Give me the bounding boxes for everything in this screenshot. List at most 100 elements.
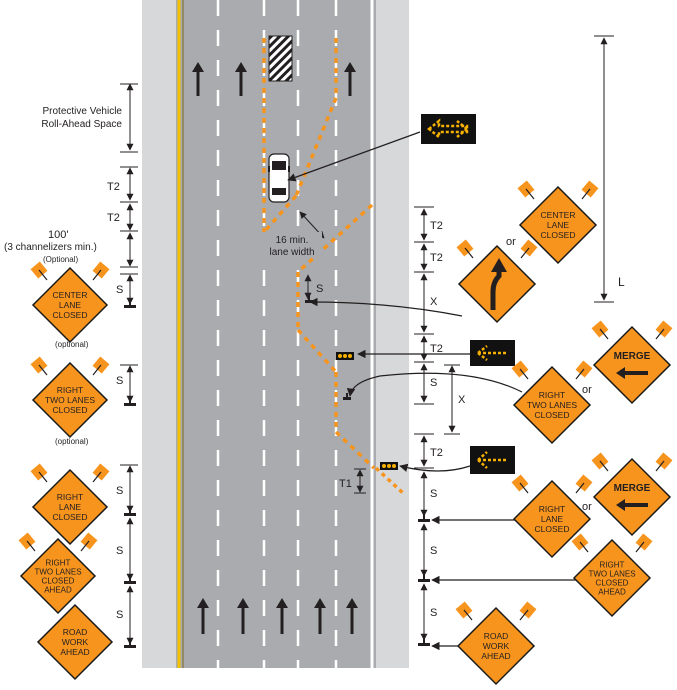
sign-text: TWO LANES — [527, 400, 577, 410]
sign-text: TWO LANES — [588, 570, 635, 579]
diamond-sign-face — [31, 266, 109, 344]
taper-label: 100' — [48, 229, 68, 241]
x-label: X — [430, 296, 438, 308]
work-area: 16 min. lane width S T1 — [262, 35, 406, 496]
diamond-sign-face — [456, 606, 536, 686]
lane-shift-sign — [456, 239, 538, 324]
channelizer-line — [294, 97, 338, 197]
sign-text: CENTER — [541, 210, 576, 220]
optional-label: (optional) — [55, 437, 89, 446]
s-label: S — [116, 545, 123, 557]
diamond-sign-face — [19, 537, 97, 615]
diamond-sign-face — [31, 361, 109, 439]
sign-text: RIGHT — [539, 390, 565, 400]
up-arrow-icon — [314, 598, 326, 634]
sign-text: LANE — [541, 514, 564, 524]
sign-text: AHEAD — [44, 586, 72, 595]
curved-arrow-icon — [490, 270, 502, 310]
sign-text: LANE — [59, 502, 82, 512]
t1-label: T1 — [339, 478, 352, 490]
sign-text: ROAD — [63, 627, 88, 637]
pavement — [176, 0, 376, 668]
channelizer-line — [334, 430, 376, 470]
left-labels: Protective Vehicle Roll-Ahead Space T2 T… — [4, 106, 123, 621]
left-arrow-icon — [616, 367, 648, 379]
up-arrow-icon — [346, 598, 358, 634]
t2-label: T2 — [430, 343, 443, 355]
protective-vehicle — [268, 153, 290, 203]
s-label: S — [116, 284, 123, 296]
sign-text: CLOSED — [53, 405, 88, 415]
optional-label: (optional) — [55, 340, 89, 349]
left-shoulder — [142, 0, 176, 668]
up-arrow-icon — [192, 62, 204, 96]
sign-text: RIGHT — [539, 504, 565, 514]
diamond-sign-face — [512, 365, 592, 445]
t2-label: T2 — [430, 220, 443, 232]
lane-width-label-bg — [262, 232, 322, 256]
sign-text: CLOSED — [42, 577, 75, 586]
arrow-board-mid — [470, 340, 515, 366]
t2-label: T2 — [107, 212, 120, 224]
taper-label-optional: (Optional) — [43, 255, 78, 264]
sign-text: CLOSED — [53, 310, 88, 320]
t2-label: T2 — [107, 181, 120, 193]
sign-text: WORK — [483, 641, 510, 651]
work-space-hatch — [268, 35, 293, 82]
or-label: or — [582, 384, 592, 396]
s-label: S — [116, 375, 123, 387]
sign-text: LANE — [59, 300, 82, 310]
roadway — [142, 0, 409, 668]
arrow-board-top — [421, 114, 476, 144]
s-label: S — [430, 545, 437, 557]
s-label: S — [430, 607, 437, 619]
up-arrow-icon — [344, 62, 356, 96]
s-label: S — [430, 488, 437, 500]
right-labels: T2 T2 X T2 S X T2 S S S L or or or — [430, 220, 625, 619]
diamond-sign-face — [31, 468, 109, 546]
sign-text: CENTER — [53, 290, 88, 300]
right-sign-posts — [418, 514, 430, 646]
leader-arrows — [287, 131, 588, 651]
s-label: S — [116, 609, 123, 621]
diamond-sign-face — [572, 538, 652, 618]
s-label: S — [430, 377, 437, 389]
sign-text: CLOSED — [53, 512, 88, 522]
sign-text: TWO LANES — [34, 568, 81, 577]
up-arrow-icon — [276, 598, 288, 634]
sign-text: ROAD — [484, 631, 509, 641]
diamond-sign-face — [592, 325, 672, 405]
diamond-sign-face — [518, 185, 598, 265]
arrow-board-low — [470, 446, 515, 474]
sign-right-merge-2: MERGE — [591, 452, 673, 537]
left-sign-posts — [124, 300, 136, 648]
up-arrow-icon — [197, 598, 209, 634]
sign-text: RIGHT — [46, 559, 71, 568]
or-label: or — [582, 501, 592, 513]
left-arrow-icon — [616, 499, 648, 511]
or-label: or — [506, 236, 516, 248]
sign-text: MERGE — [614, 351, 651, 362]
channelizer-line — [296, 203, 374, 274]
x-label: X — [458, 394, 466, 406]
sign-text: TWO LANES — [45, 395, 95, 405]
diamond-sign-face — [592, 457, 672, 537]
lane-width-label: lane width — [269, 247, 314, 258]
rollahead-label: Roll-Ahead Space — [41, 119, 122, 130]
diamond-sign-face — [512, 479, 592, 559]
t2-label: T2 — [430, 252, 443, 264]
sign-text: AHEAD — [60, 647, 89, 657]
sign-text: CLOSED — [535, 410, 570, 420]
traffic-arrows — [192, 62, 358, 634]
sign-text: RIGHT — [600, 561, 625, 570]
road-arrow-board-icon — [336, 352, 354, 360]
